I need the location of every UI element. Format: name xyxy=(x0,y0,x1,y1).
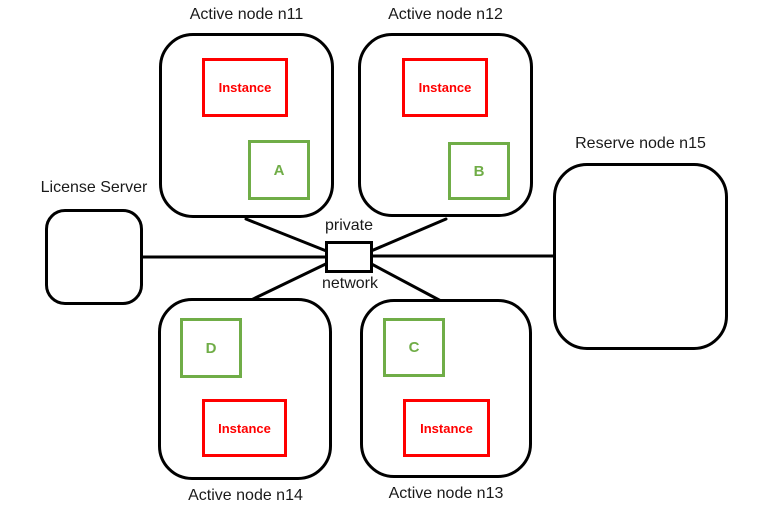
label-reserve-node-n15: Reserve node n15 xyxy=(575,135,706,152)
vm-box-b: B xyxy=(448,142,510,200)
label-active-node-n11: Active node n11 xyxy=(189,6,304,23)
line-n11-network xyxy=(244,217,336,256)
active-node-n13: C Instance xyxy=(360,299,532,478)
instance-box-n11: Instance xyxy=(202,58,288,117)
active-node-n14: D Instance xyxy=(158,298,332,480)
label-network: network xyxy=(321,275,379,292)
active-node-n11: Instance A xyxy=(159,33,334,218)
line-network-n14 xyxy=(247,258,336,303)
license-server-node xyxy=(45,209,143,305)
vm-box-c: C xyxy=(383,318,445,377)
private-network-box xyxy=(325,241,373,273)
instance-box-n14: Instance xyxy=(202,399,287,457)
label-active-node-n12: Active node n12 xyxy=(388,6,503,23)
line-network-n13 xyxy=(362,258,443,303)
instance-box-n13: Instance xyxy=(403,399,490,457)
reserve-node-n15 xyxy=(553,163,728,350)
vm-box-a: A xyxy=(248,140,310,200)
label-private: private xyxy=(324,217,374,234)
vm-box-d: D xyxy=(180,318,242,378)
instance-box-n12: Instance xyxy=(402,58,488,117)
active-node-n12: Instance B xyxy=(358,33,533,217)
label-active-node-n13: Active node n13 xyxy=(388,485,504,502)
label-active-node-n14: Active node n14 xyxy=(188,487,303,504)
label-license-server: License Server xyxy=(40,179,148,196)
line-n12-network xyxy=(362,217,448,256)
